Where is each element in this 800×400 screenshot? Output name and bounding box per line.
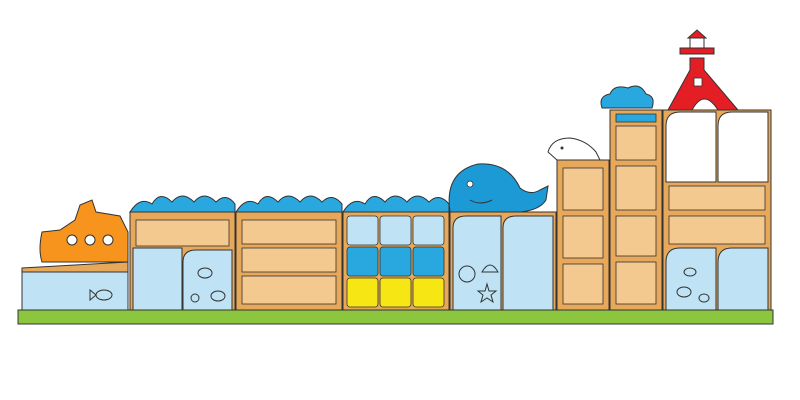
porthole-icon bbox=[102, 234, 114, 246]
wave-crest bbox=[235, 195, 343, 213]
door-cabinet bbox=[448, 163, 557, 311]
cubby-bin bbox=[412, 215, 445, 246]
cubby-bin bbox=[346, 277, 379, 308]
cubby-bin bbox=[379, 246, 412, 277]
ground-base bbox=[17, 309, 774, 325]
cubby-bin bbox=[379, 277, 412, 308]
cubby-bin bbox=[412, 277, 445, 308]
open-shelf-3-tier bbox=[235, 195, 343, 311]
cubby-bin bbox=[346, 215, 379, 246]
fish-icon bbox=[190, 267, 226, 303]
seashell-starfish-icon bbox=[458, 264, 499, 304]
wave-crest bbox=[129, 195, 236, 213]
tall-shelf bbox=[547, 137, 610, 311]
tall-shelf bbox=[600, 85, 663, 311]
cloud-icon bbox=[600, 85, 654, 109]
lighthouse-icon bbox=[667, 29, 740, 111]
tall-cabinet bbox=[662, 29, 772, 311]
whale-icon bbox=[448, 163, 549, 213]
cubby-bin bbox=[346, 246, 379, 277]
porthole-icon bbox=[84, 234, 96, 246]
cubby-bin bbox=[379, 215, 412, 246]
wave-crest bbox=[342, 195, 450, 213]
fish-icon bbox=[676, 267, 710, 303]
seal-icon bbox=[547, 137, 601, 161]
fish-icon bbox=[89, 288, 113, 302]
porthole-icon bbox=[66, 234, 78, 246]
open-shelf-with-doors bbox=[129, 195, 236, 311]
cubby-bin bbox=[412, 246, 445, 277]
cubby-grid-3x3 bbox=[342, 195, 450, 311]
submarine-bench bbox=[21, 199, 129, 311]
